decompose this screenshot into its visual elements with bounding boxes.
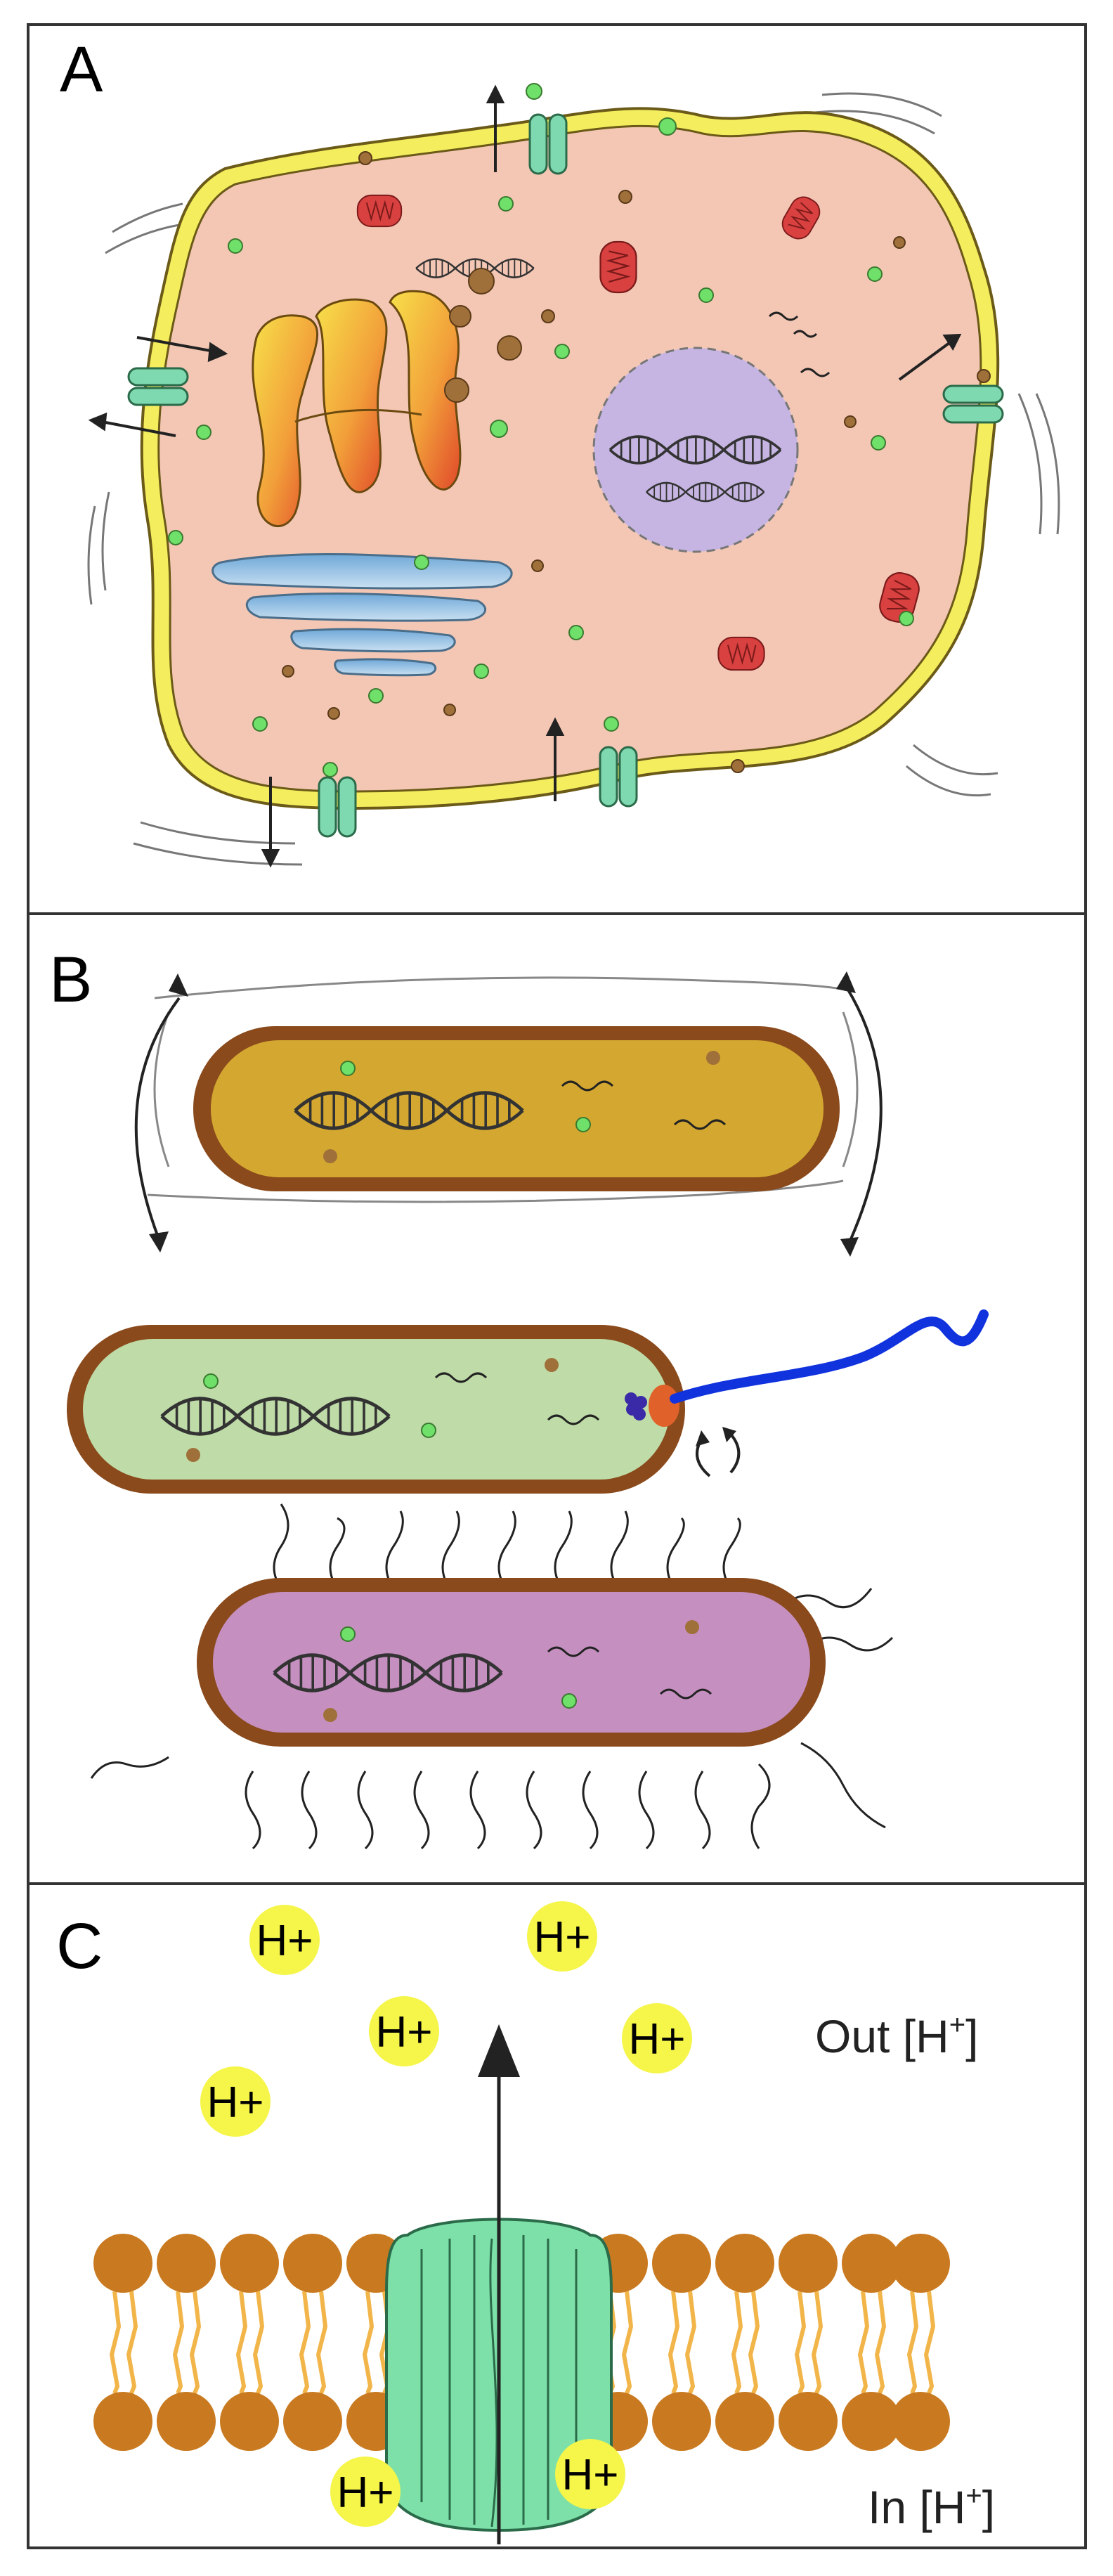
- proton-in-2: H+: [555, 2439, 625, 2509]
- lipid-tail: [748, 2291, 760, 2395]
- mitochondrion-1: [356, 194, 403, 228]
- pili: [90, 1503, 894, 1850]
- svg-text:H+: H+: [534, 1913, 591, 1962]
- proton-out-2: H+: [527, 1901, 597, 1972]
- svg-text:H+: H+: [256, 1917, 313, 1965]
- outside-concentration-label: Out [H+]: [815, 2009, 978, 2062]
- lipid-tail: [235, 2291, 248, 2395]
- lipid-tail: [906, 2291, 919, 2395]
- lipid-head: [842, 2234, 901, 2293]
- lipid-head: [157, 2234, 216, 2293]
- svg-text:H+: H+: [376, 2008, 433, 2057]
- lipid-tail: [684, 2291, 697, 2395]
- lipid-tail: [109, 2291, 122, 2395]
- lipid-tail: [731, 2291, 743, 2395]
- proton-out-4: H+: [622, 2003, 692, 2073]
- lipid-head: [220, 2392, 279, 2451]
- bacterium-gold-motion-lines: [147, 976, 859, 1203]
- lipid-tail: [811, 2291, 824, 2395]
- golgi-apparatus: [252, 290, 462, 527]
- cytoplasm: [157, 124, 982, 793]
- bacterium-green: [67, 1309, 989, 1494]
- svg-text:H+: H+: [207, 2078, 264, 2127]
- lipid-head: [652, 2234, 711, 2293]
- proton-out-3: H+: [369, 1996, 439, 2066]
- svg-text:H+: H+: [562, 2451, 619, 2499]
- lipid-head: [220, 2234, 279, 2293]
- panel-c-label: C: [56, 1910, 103, 1982]
- inside-concentration-label: In [H+]: [868, 2480, 995, 2533]
- lipid-tail: [299, 2291, 311, 2395]
- brown-vesicles: [282, 151, 991, 773]
- lipid-tail: [668, 2291, 680, 2395]
- figure-frame: [27, 23, 1087, 2549]
- lipid-tail: [126, 2291, 138, 2395]
- lipid-head: [93, 2392, 152, 2451]
- lipid-head: [715, 2392, 774, 2451]
- lipid-tail: [621, 2291, 634, 2395]
- lipid-head: [779, 2234, 838, 2293]
- lipid-head: [157, 2392, 216, 2451]
- bacterium-gold: [134, 971, 883, 1257]
- mitochondrion-2: [599, 240, 637, 294]
- lipid-head: [652, 2392, 711, 2451]
- lipid-head: [842, 2392, 901, 2451]
- mitochondrion-5: [717, 636, 765, 671]
- panel-a-label: A: [60, 34, 103, 105]
- lipid-head: [93, 2234, 152, 2293]
- lipid-tail: [923, 2291, 936, 2395]
- svg-text:H+: H+: [337, 2468, 394, 2517]
- lipid-head: [715, 2234, 774, 2293]
- lipid-head: [779, 2392, 838, 2451]
- lipid-tail: [857, 2291, 870, 2395]
- lipid-head: [283, 2234, 342, 2293]
- lipid-tail: [874, 2291, 887, 2395]
- transport-arrows: [88, 84, 962, 868]
- panel-b-bacteria: B: [49, 944, 989, 1850]
- proton-flow-arrowhead: [478, 2024, 520, 2077]
- lipid-tail: [189, 2291, 202, 2395]
- lipid-tail: [172, 2291, 185, 2395]
- proton-in-1: H+: [330, 2457, 401, 2527]
- panel-a-eukaryotic-cell: A: [60, 34, 1060, 868]
- green-vesicles: [168, 83, 914, 777]
- lipid-tail: [362, 2291, 375, 2395]
- proton-out-1: H+: [249, 1905, 320, 1975]
- panel-b-label: B: [49, 944, 92, 1016]
- bacterium-purple: [90, 1503, 894, 1850]
- proton-out-5: H+: [200, 2066, 271, 2137]
- lipid-tail: [315, 2291, 328, 2395]
- lipid-tail: [794, 2291, 807, 2395]
- svg-text:H+: H+: [629, 2015, 686, 2064]
- lipid-head: [891, 2234, 950, 2293]
- lipid-head: [283, 2392, 342, 2451]
- endoplasmic-reticulum: [211, 552, 513, 677]
- cell-motion-lines: [87, 92, 1060, 866]
- proton-pore: [385, 2024, 613, 2544]
- lipid-tail: [252, 2291, 265, 2395]
- rna-squiggles: [768, 311, 831, 377]
- lipid-head: [891, 2392, 950, 2451]
- flagellum: [670, 1309, 989, 1404]
- panel-c-proton-channel: C H+ H+ H+ H+ H+ H+ H+ Out [H+] In [H+]: [56, 1901, 995, 2544]
